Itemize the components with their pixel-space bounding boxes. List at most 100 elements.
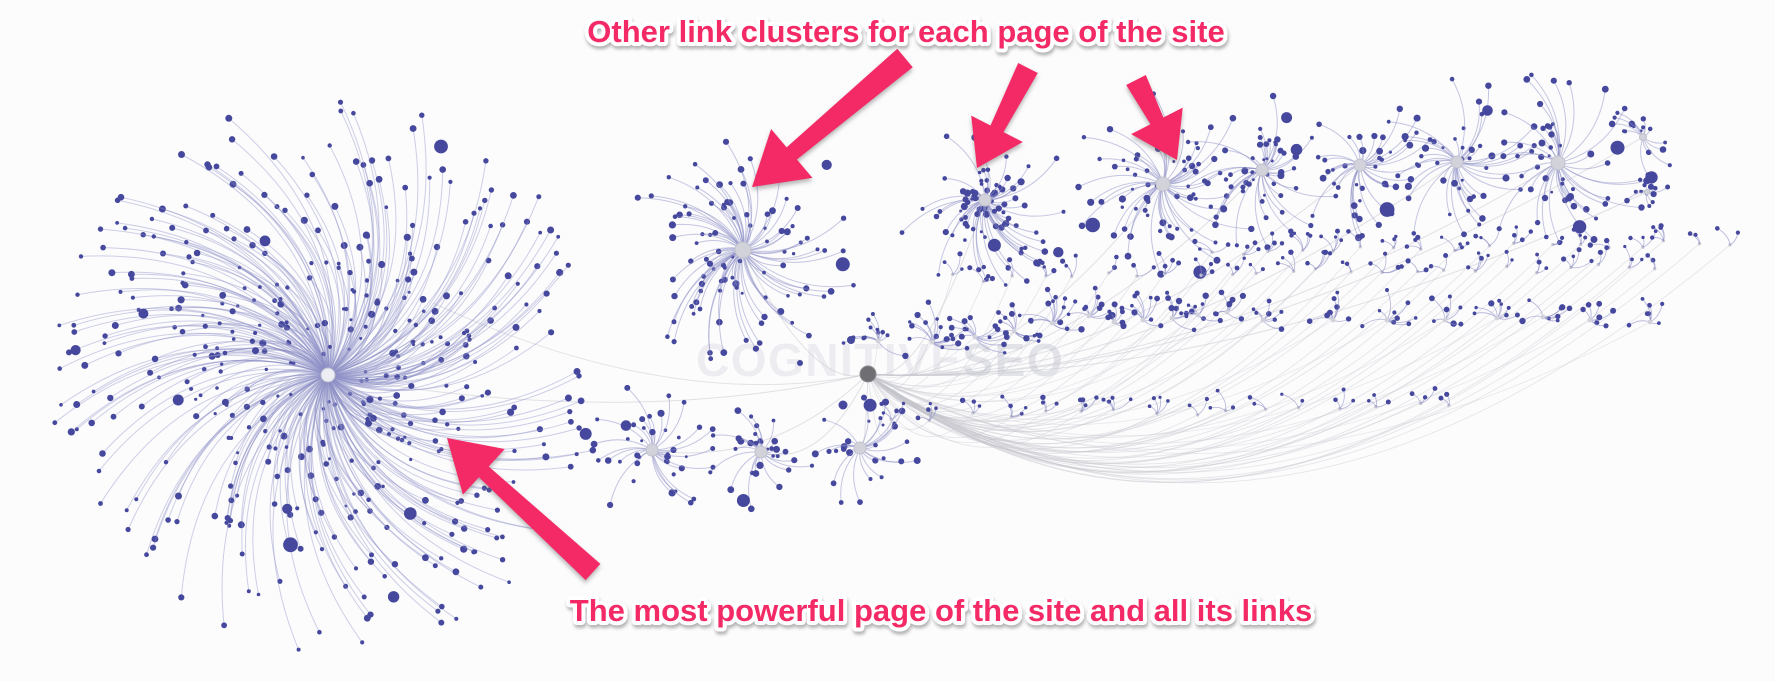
cluster-center-node[interactable] bbox=[1587, 317, 1593, 323]
cluster-center-node[interactable] bbox=[1260, 317, 1266, 323]
mini-cluster bbox=[1119, 290, 1164, 329]
cluster-center-node[interactable] bbox=[734, 241, 752, 259]
hub-node[interactable] bbox=[859, 365, 877, 383]
cluster-center-node[interactable] bbox=[1330, 317, 1336, 323]
cluster-center-node[interactable] bbox=[1155, 176, 1171, 192]
cluster-center-node[interactable] bbox=[1450, 155, 1464, 169]
cluster-center-node[interactable] bbox=[972, 334, 978, 340]
cluster-center-node[interactable] bbox=[1111, 319, 1117, 325]
mini-cluster bbox=[1429, 294, 1464, 327]
cluster-center-node[interactable] bbox=[1494, 315, 1500, 321]
cluster-center-node[interactable] bbox=[875, 338, 881, 344]
link-sprig bbox=[1561, 247, 1594, 270]
link-sprig bbox=[1571, 227, 1588, 247]
link-sprig bbox=[1156, 251, 1182, 276]
link-sprig bbox=[1280, 392, 1305, 410]
link-sprig bbox=[1535, 252, 1549, 275]
mini-cluster bbox=[947, 315, 1010, 355]
cluster-center-node[interactable] bbox=[1647, 319, 1653, 325]
cluster-center-node[interactable] bbox=[1644, 189, 1650, 195]
link-sprig bbox=[1466, 251, 1490, 273]
cluster-center-node[interactable] bbox=[1140, 317, 1146, 323]
link-sprig bbox=[1623, 244, 1644, 270]
link-sprig bbox=[1289, 231, 1313, 252]
link-sprig bbox=[1077, 395, 1099, 413]
mini-cluster bbox=[1580, 300, 1617, 329]
link-sprig bbox=[1367, 393, 1391, 409]
mini-cluster bbox=[1519, 298, 1573, 325]
link-cluster bbox=[590, 384, 716, 509]
cluster-center-node[interactable] bbox=[1255, 163, 1269, 177]
link-sprig bbox=[1645, 253, 1657, 271]
link-sprig bbox=[879, 401, 906, 422]
cluster-center-node[interactable] bbox=[1540, 314, 1546, 320]
link-sprig bbox=[967, 265, 996, 284]
cluster-center-node[interactable] bbox=[1224, 309, 1230, 315]
link-cluster bbox=[1379, 76, 1541, 238]
link-sprig bbox=[1715, 226, 1740, 247]
link-cluster bbox=[899, 133, 1066, 287]
link-sprig bbox=[1512, 225, 1534, 245]
link-cluster bbox=[1496, 72, 1651, 246]
cluster-center-node[interactable] bbox=[754, 445, 768, 459]
link-cluster bbox=[1185, 92, 1339, 251]
cluster-center-node[interactable] bbox=[853, 441, 867, 455]
link-sprig bbox=[1193, 257, 1215, 277]
link-sprig bbox=[1005, 257, 1014, 278]
link-sprig bbox=[1247, 395, 1268, 411]
link-sprig bbox=[959, 397, 982, 415]
cluster-center-node[interactable] bbox=[1550, 155, 1566, 171]
cluster-center-node[interactable] bbox=[929, 339, 935, 345]
cluster-center-node[interactable] bbox=[1195, 312, 1201, 318]
cluster-center-node[interactable] bbox=[1086, 313, 1092, 319]
cluster-center-node[interactable] bbox=[978, 193, 992, 207]
loose-node[interactable] bbox=[847, 336, 855, 344]
mini-cluster bbox=[987, 302, 1043, 343]
cluster-center-node[interactable] bbox=[320, 367, 336, 383]
link-sprig bbox=[1438, 391, 1451, 408]
link-sprig bbox=[1368, 251, 1404, 274]
cluster-center-node[interactable] bbox=[1011, 328, 1017, 334]
link-sprig bbox=[1405, 258, 1434, 274]
link-sprig bbox=[1340, 260, 1353, 274]
link-sprig bbox=[1248, 262, 1265, 275]
mini-cluster bbox=[1179, 292, 1223, 324]
link-sprig bbox=[1319, 228, 1344, 253]
link-sprig bbox=[1440, 235, 1470, 253]
link-sprig bbox=[1429, 253, 1449, 272]
annotation-bottom-text: The most powerful page of the site and a… bbox=[570, 593, 1312, 628]
link-sprig bbox=[1404, 234, 1423, 251]
annotation-top-text: Other link clusters for each page of the… bbox=[587, 14, 1224, 49]
annotation-arrow bbox=[752, 48, 913, 187]
cluster-center-node[interactable] bbox=[645, 443, 659, 457]
link-sprig bbox=[1275, 249, 1296, 273]
link-cluster bbox=[1075, 88, 1255, 279]
link-sprig bbox=[1628, 229, 1658, 249]
cluster-center-node[interactable] bbox=[1639, 133, 1647, 141]
cluster-center-node[interactable] bbox=[1169, 315, 1175, 321]
link-sprig bbox=[1687, 231, 1702, 246]
mini-cluster bbox=[1213, 289, 1246, 322]
loose-node[interactable] bbox=[838, 400, 848, 410]
mini-cluster bbox=[907, 299, 970, 351]
link-sprig bbox=[1409, 386, 1438, 406]
link-sprig bbox=[1101, 395, 1133, 412]
link-cluster bbox=[634, 138, 856, 362]
link-sprig bbox=[1551, 235, 1565, 247]
link-sprig bbox=[1208, 388, 1236, 413]
cluster-center-node[interactable] bbox=[1353, 158, 1367, 172]
mini-cluster bbox=[1105, 301, 1127, 330]
link-sprig bbox=[1036, 260, 1057, 278]
annotation-arrow bbox=[447, 438, 601, 581]
cluster-center-node[interactable] bbox=[1049, 320, 1055, 326]
cluster-center-node[interactable] bbox=[1384, 317, 1390, 323]
link-cluster bbox=[708, 407, 815, 513]
link-sprig bbox=[1060, 253, 1078, 279]
loose-node[interactable] bbox=[797, 360, 803, 366]
link-sprig bbox=[1040, 394, 1059, 413]
annotation-arrow bbox=[1126, 75, 1183, 160]
link-graph bbox=[52, 72, 1740, 652]
cluster-center-node[interactable] bbox=[1442, 317, 1448, 323]
link-sprig bbox=[1650, 223, 1666, 243]
